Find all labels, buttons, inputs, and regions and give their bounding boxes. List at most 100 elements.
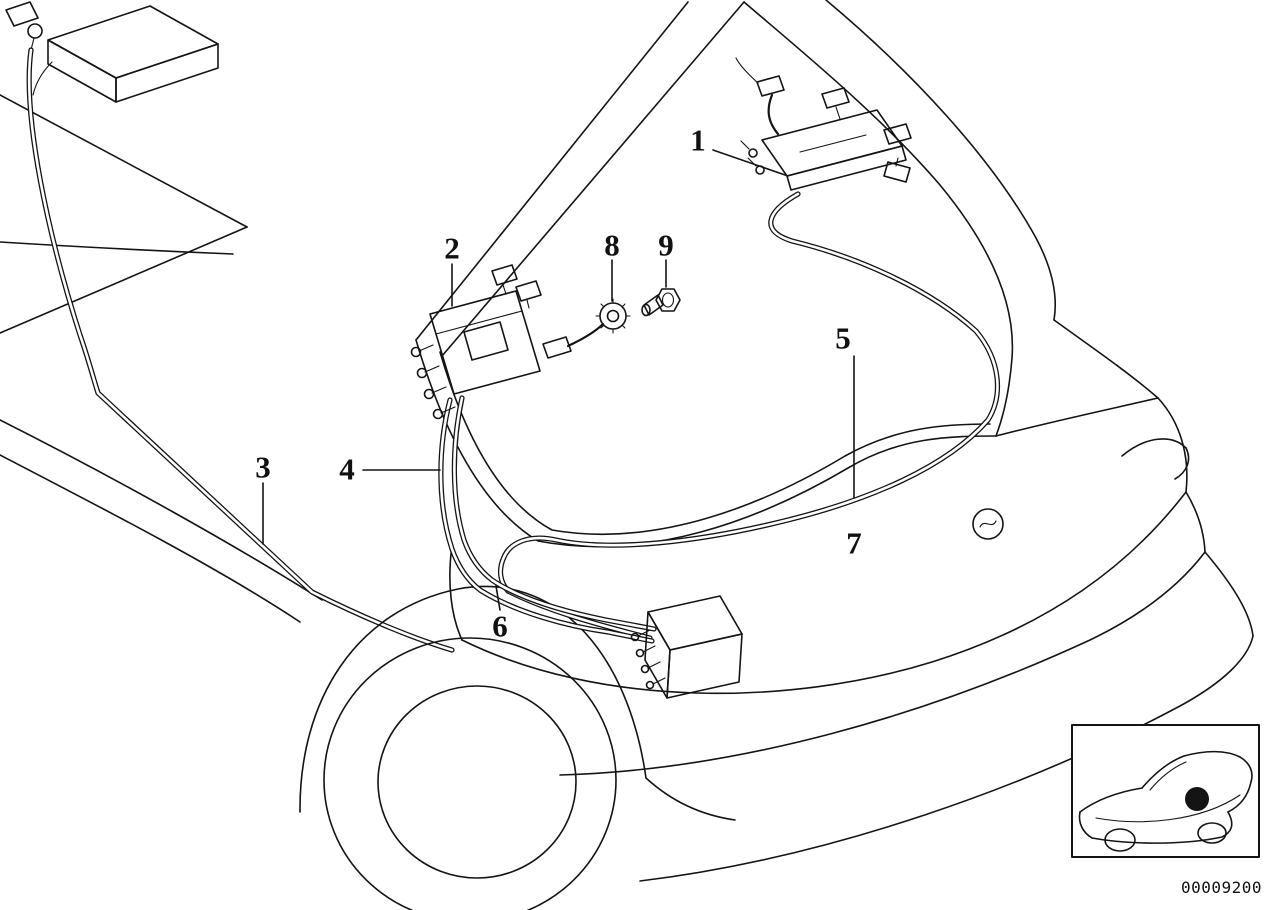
antenna-plug (5, 1, 43, 51)
c-pillar-inner (441, 1, 745, 357)
body-line (0, 241, 234, 255)
body-outer-right (825, 0, 1056, 321)
module-connector (491, 264, 518, 286)
amp-connector (883, 161, 911, 183)
module-bolt (410, 346, 422, 358)
amp-connector-tail (735, 57, 759, 84)
thumb-car-beltline (1095, 794, 1241, 823)
bolt-head (655, 288, 681, 312)
block-left-face (644, 611, 671, 699)
amp-inner-line (799, 134, 867, 153)
rear-window-right-edge (743, 1, 1014, 437)
callout-9: 9 (658, 227, 674, 263)
module-bolt (423, 388, 435, 400)
module-connector-stem (502, 284, 507, 295)
module-bolt (416, 367, 428, 379)
cable-bundle-4-6 (438, 395, 657, 644)
box-front-face (115, 43, 219, 103)
taillight-edge (1174, 447, 1190, 480)
amp-connector-stem (835, 106, 841, 120)
module-bolt-stem (440, 406, 456, 414)
amp-screw-stem (740, 140, 750, 150)
module-connector (515, 280, 542, 302)
rear-window-bottom-inner (439, 351, 991, 536)
thumb-car-windshield-inner (1149, 761, 1187, 791)
cable-core (453, 396, 656, 631)
block-bolt-stem (652, 677, 666, 685)
module-plug (542, 336, 572, 359)
rear-window-bottom-outer (415, 339, 997, 548)
amp-connector (821, 87, 850, 109)
module-bolt-stem (424, 365, 440, 373)
box-left-face (47, 39, 117, 103)
left-body-lines (0, 94, 323, 623)
thumb-car-windshield (1141, 755, 1185, 789)
module-connector-stem (526, 299, 530, 309)
taillight-edge (1121, 438, 1187, 457)
location-dot (1185, 787, 1209, 811)
thumb-car-roof (1183, 750, 1241, 758)
trunk-roundel-mark (979, 520, 997, 528)
thumb-wheel-rear (1197, 822, 1227, 844)
module-body (429, 290, 541, 395)
thumb-car-bottom (1091, 811, 1233, 844)
body-line (0, 419, 323, 601)
leader-1 (712, 149, 789, 177)
window-cable-5-7 (497, 191, 1000, 641)
leader-6 (495, 585, 501, 611)
trunk-opening-edge (461, 491, 1187, 695)
cable-core (439, 398, 654, 643)
bolt-9 (641, 288, 681, 317)
lock-washer-8 (595, 298, 631, 334)
block-bolt-stem (642, 645, 656, 653)
bumper-bottom (639, 635, 1254, 882)
tire (323, 637, 617, 910)
callout-4: 4 (339, 451, 355, 487)
amplifier-box (32, 5, 219, 103)
car-body (415, 0, 1254, 882)
callout-5: 5 (835, 320, 851, 356)
amp-connector (883, 123, 912, 145)
callout-2: 2 (444, 230, 460, 266)
amp-connector-stem (895, 157, 899, 167)
quarter-edge (1053, 319, 1159, 399)
drawing-number: 00009200 (1180, 878, 1262, 897)
box-top-face (47, 5, 219, 79)
bolt-head-face (661, 292, 675, 308)
cable-core (499, 192, 999, 640)
bumper-edge-right (1185, 491, 1206, 553)
cable-core (27, 48, 454, 652)
antenna-amplifier-1 (735, 57, 912, 191)
body-line (0, 454, 301, 623)
block-bolt-stem (637, 629, 651, 637)
washer-teeth (595, 298, 631, 334)
body-line (645, 777, 736, 821)
plug-nut (27, 23, 43, 39)
callout-7: 7 (846, 525, 862, 561)
bumper-top (559, 551, 1206, 776)
callout-1: 1 (690, 122, 706, 158)
bolt-shaft (643, 294, 664, 316)
amp-front-face (786, 145, 907, 191)
rear-wheel (299, 585, 736, 910)
module-bolt-stem (431, 386, 447, 394)
cable-outline (497, 191, 1000, 641)
rim (377, 685, 577, 879)
block-bolt (640, 664, 650, 674)
body-line (0, 226, 248, 334)
amp-connector-cable (767, 93, 780, 136)
block-front-face (666, 633, 743, 699)
locator-thumbnail (1071, 724, 1260, 858)
thumb-car-trunk (1239, 756, 1253, 783)
plug-body (5, 1, 39, 27)
bumper-corner (1204, 551, 1254, 637)
thumbnail-border (1071, 724, 1260, 858)
callout-leaders (262, 149, 855, 611)
amp-connector (756, 75, 785, 97)
thumb-car-hood (1079, 787, 1143, 813)
wheel-arch (299, 585, 647, 813)
thumb-car-front (1078, 811, 1093, 839)
block-bolt (645, 680, 655, 690)
